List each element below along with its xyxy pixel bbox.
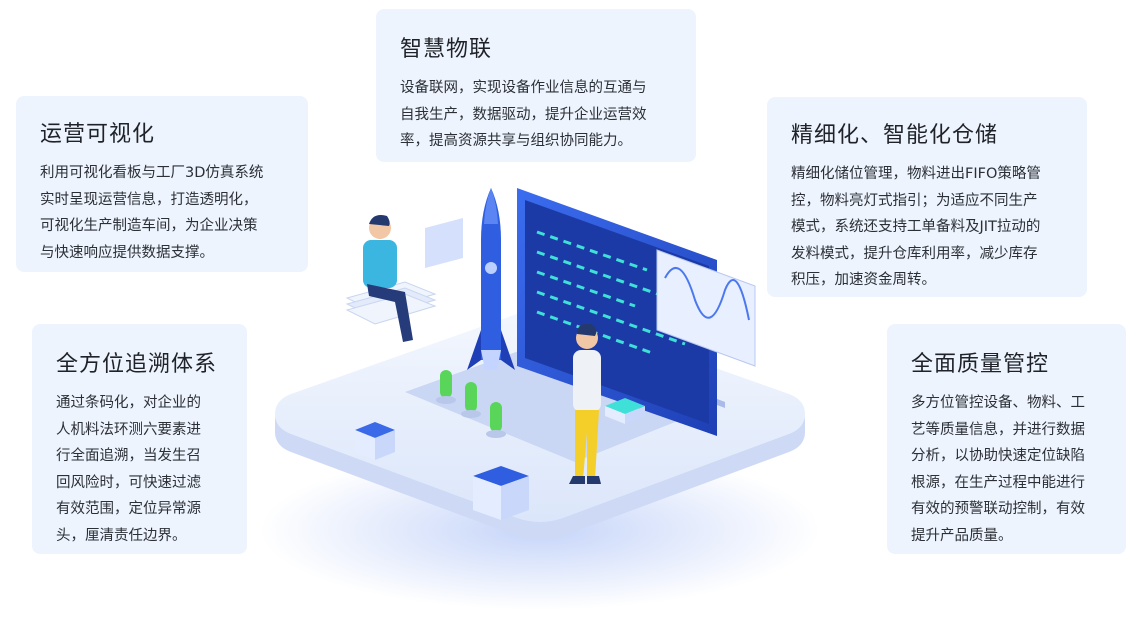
card-line: 利用可视化看板与工厂3D仿真系统 bbox=[40, 165, 264, 181]
card-line: 设备联网，实现设备作业信息的互通与 bbox=[400, 80, 647, 96]
card-line: 有效范围，定位异常源 bbox=[56, 501, 201, 517]
card-description: 利用可视化看板与工厂3D仿真系统 实时呈现运营信息，打造透明化， 可视化生产制造… bbox=[40, 160, 284, 266]
person-sitting bbox=[345, 215, 463, 342]
card-line: 自我生产，数据驱动，提升企业运营效 bbox=[400, 106, 647, 123]
card-line: 头，厘清责任边界。 bbox=[56, 527, 187, 544]
card-line: 控，物料亮灯式指引；为适应不同生产 bbox=[791, 192, 1038, 209]
card-line: 发料模式，提升仓库利用率，减少库存 bbox=[791, 245, 1038, 262]
feature-card-smart-warehouse: 精细化、智能化仓储 精细化储位管理，物料进出FIFO策略管 控，物料亮灯式指引；… bbox=[767, 97, 1087, 297]
card-line: 回风险时，可快速过滤 bbox=[56, 474, 201, 491]
feature-card-smart-iot: 智慧物联 设备联网，实现设备作业信息的互通与 自我生产，数据驱动，提升企业运营效… bbox=[376, 9, 696, 162]
card-title: 运营可视化 bbox=[40, 122, 156, 147]
card-line: 有效的预警联动控制，有效 bbox=[911, 501, 1085, 517]
card-description: 设备联网，实现设备作业信息的互通与 自我生产，数据驱动，提升企业运营效 率，提高… bbox=[400, 75, 672, 155]
card-description: 精细化储位管理，物料进出FIFO策略管 控，物料亮灯式指引；为适应不同生产 模式… bbox=[791, 161, 1063, 294]
card-title: 全面质量管控 bbox=[911, 352, 1050, 377]
card-line: 多方位管控设备、物料、工 bbox=[911, 395, 1085, 411]
card-line: 分析，以协助快速定位缺陷 bbox=[911, 448, 1085, 464]
card-line: 行全面追溯，当发生召 bbox=[56, 448, 201, 464]
card-line: 艺等质量信息，并进行数据 bbox=[911, 421, 1085, 438]
card-title: 智慧物联 bbox=[400, 37, 493, 62]
feature-card-operation-visualization: 运营可视化 利用可视化看板与工厂3D仿真系统 实时呈现运营信息，打造透明化， 可… bbox=[16, 96, 308, 272]
feature-card-traceability: 全方位追溯体系 通过条码化，对企业的 人机料法环测六要素进 行全面追溯，当发生召… bbox=[32, 324, 247, 554]
card-line: 精细化储位管理，物料进出FIFO策略管 bbox=[791, 166, 1041, 182]
card-description: 多方位管控设备、物料、工 艺等质量信息，并进行数据 分析，以协助快速定位缺陷 根… bbox=[911, 390, 1102, 549]
card-line: 提升产品质量。 bbox=[911, 527, 1013, 544]
cube-icon bbox=[605, 398, 645, 424]
card-line: 人机料法环测六要素进 bbox=[56, 421, 201, 438]
feature-card-quality-control: 全面质量管控 多方位管控设备、物料、工 艺等质量信息，并进行数据 分析，以协助快… bbox=[887, 324, 1126, 554]
card-line: 根源，在生产过程中能进行 bbox=[911, 474, 1085, 491]
card-title: 精细化、智能化仓储 bbox=[791, 123, 999, 148]
card-line: 可视化生产制造车间，为企业决策 bbox=[40, 218, 258, 234]
card-line: 与快速响应提供数据支撑。 bbox=[40, 244, 214, 261]
card-line: 实时呈现运营信息，打造透明化， bbox=[40, 191, 258, 208]
card-description: 通过条码化，对企业的 人机料法环测六要素进 行全面追溯，当发生召 回风险时，可快… bbox=[56, 390, 223, 549]
person-standing bbox=[569, 323, 601, 484]
card-line: 积压，加速资金周转。 bbox=[791, 272, 936, 288]
card-title: 全方位追溯体系 bbox=[56, 352, 218, 377]
rocket-icon bbox=[467, 188, 515, 370]
wave-line bbox=[664, 267, 750, 321]
cube-icon bbox=[355, 422, 395, 460]
card-line: 模式，系统还支持工单备料及JIT拉动的 bbox=[791, 219, 1041, 235]
card-line: 率，提高资源共享与组织协同能力。 bbox=[400, 133, 632, 149]
green-tubes bbox=[436, 370, 506, 438]
floating-wave-panel bbox=[656, 249, 756, 367]
cube-icon bbox=[473, 466, 529, 520]
card-line: 通过条码化，对企业的 bbox=[56, 395, 201, 411]
isometric-factory-illustration bbox=[260, 188, 820, 610]
